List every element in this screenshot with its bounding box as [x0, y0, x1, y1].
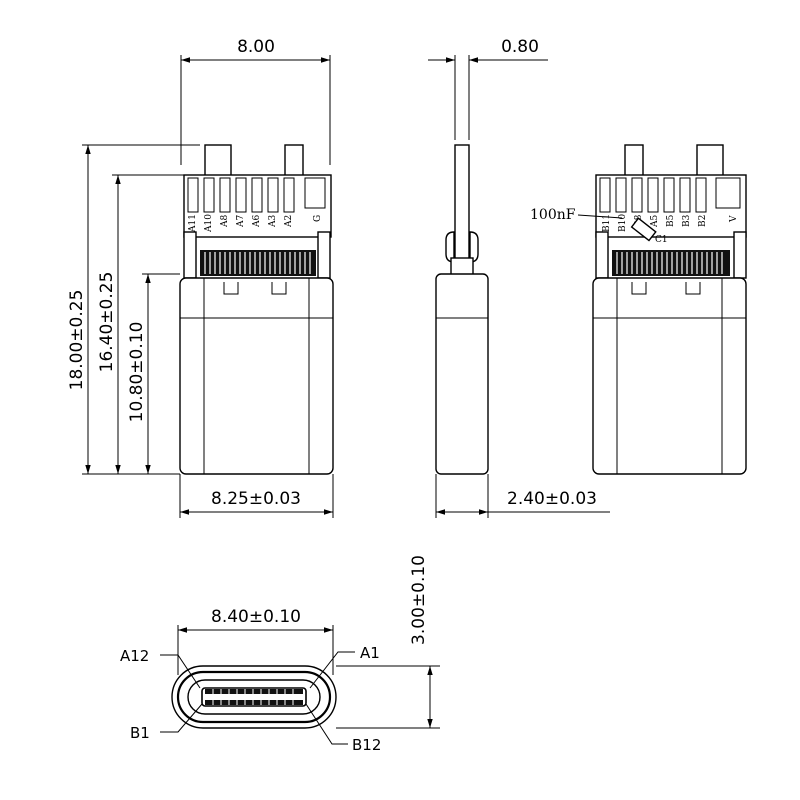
- back-pin-label: B11: [602, 214, 612, 232]
- front-pin-label: A11: [188, 214, 198, 233]
- pin-label-a12: A12: [120, 647, 149, 665]
- back-shell: [592, 277, 747, 475]
- front-contact-comb: [200, 250, 316, 276]
- front-tab-right: [284, 144, 304, 178]
- back-pin-label: A5: [650, 215, 660, 228]
- dim-thickness-shell: 2.40±0.03: [507, 489, 597, 509]
- back-pin-label: V: [729, 215, 739, 223]
- dim-thickness-top: 0.80: [501, 37, 539, 57]
- front-pads: [187, 177, 326, 213]
- capacitor-value: 100nF: [530, 207, 576, 223]
- front-view: 8.00 A11 A10 A8 A7 A6 A3 A2 G: [67, 37, 334, 518]
- front-pin-label: A2: [284, 215, 294, 228]
- front-clip-right: [317, 231, 331, 279]
- end-contacts: [205, 689, 303, 705]
- dim-height-total: 18.00±0.25: [67, 290, 87, 391]
- back-pin-label: B5: [666, 214, 676, 227]
- front-tab-left: [204, 144, 232, 178]
- back-pcb: [595, 174, 747, 238]
- front-pin-label: A8: [220, 215, 230, 228]
- front-pcb: [183, 174, 332, 238]
- end-view: 8.40±0.10 3.00±0.10 A12 A1 B1: [120, 555, 440, 754]
- side-board: [454, 144, 470, 266]
- back-pin-label: B3: [682, 214, 692, 227]
- pin-label-b1: B1: [130, 724, 150, 742]
- side-view: 0.80 2.40±0.03: [428, 37, 610, 518]
- dim-end-width: 8.40±0.10: [211, 607, 301, 627]
- capacitor-c1: [630, 217, 657, 242]
- pin-label-a1: A1: [360, 644, 380, 662]
- pin-label-b12: B12: [352, 736, 381, 754]
- back-pin-label: B2: [698, 215, 708, 227]
- dim-height-shell: 10.80±0.10: [127, 322, 147, 423]
- side-shell: [435, 273, 489, 475]
- dim-height-mid: 16.40±0.25: [97, 272, 117, 373]
- front-pin-label: A10: [204, 214, 214, 233]
- front-pin-label: A3: [268, 215, 278, 228]
- capacitor-ref: C1: [655, 235, 668, 245]
- front-shell: [179, 277, 334, 475]
- front-pin-label: G: [313, 215, 323, 222]
- front-clip-left: [183, 231, 197, 279]
- back-view: B11 B10 B8 A5 B5 B3 B2 V 100nF C1: [530, 144, 747, 475]
- back-pin-label: B10: [618, 214, 628, 232]
- end-outer-shell: [171, 665, 337, 729]
- back-pads: [599, 177, 741, 213]
- dim-end-height: 3.00±0.10: [409, 555, 429, 645]
- dim-width-shell: 8.25±0.03: [211, 489, 301, 509]
- front-pin-label: A7: [236, 215, 246, 228]
- front-pin-label: A6: [252, 215, 262, 228]
- dim-width-top: 8.00: [237, 37, 275, 57]
